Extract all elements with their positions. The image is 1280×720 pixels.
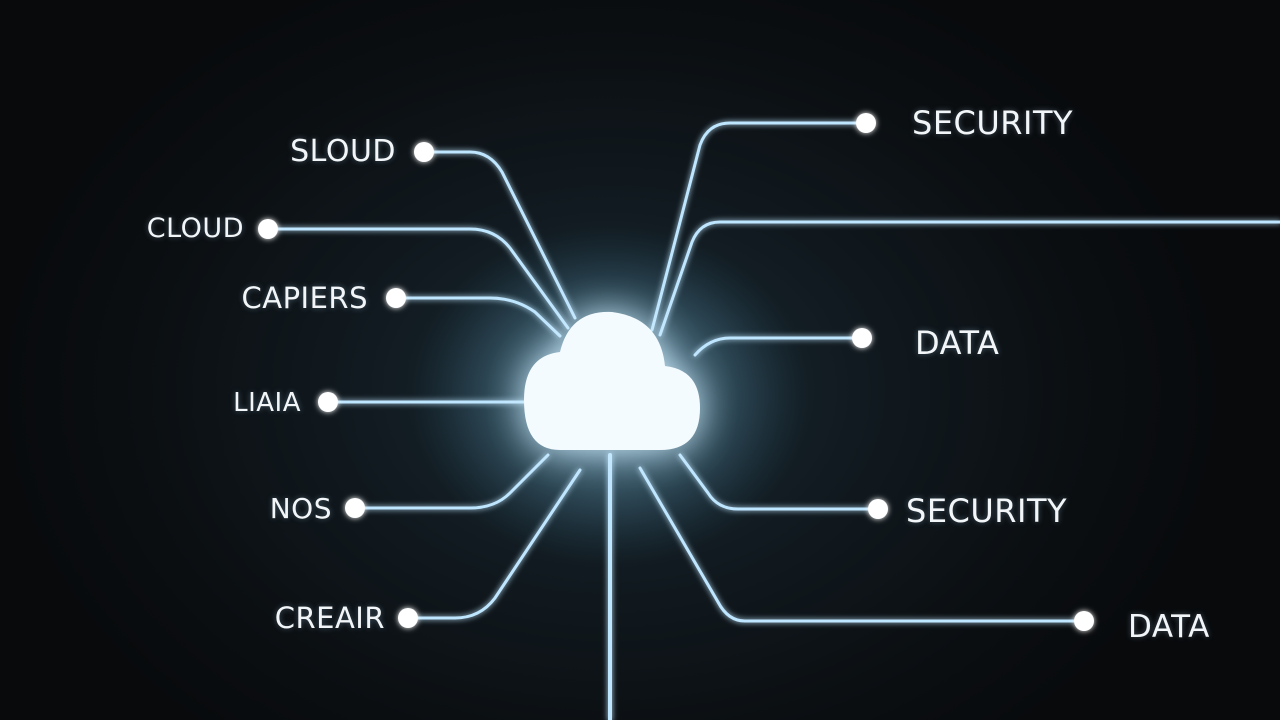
connector-left-2 <box>266 227 570 330</box>
connector-right-2 <box>658 220 1280 337</box>
node-dots <box>258 113 1094 631</box>
node-label-left-6: CREAIR <box>274 601 385 635</box>
connector-left-5 <box>353 453 550 510</box>
node-label-left-5: NOS <box>269 492 332 525</box>
node-dot-left-2 <box>258 219 278 239</box>
connector-left-3 <box>394 296 562 338</box>
node-label-right-4: DATA <box>1128 609 1210 645</box>
node-label-right-3: SECURITY <box>906 492 1068 530</box>
node-dot-left-4 <box>318 392 338 412</box>
node-dot-left-5 <box>345 498 365 518</box>
connector-right-4 <box>678 453 880 511</box>
connector-right-3 <box>693 336 864 357</box>
node-label-left-2: CLOUD <box>146 213 244 244</box>
node-dot-right-4 <box>1074 611 1094 631</box>
node-label-left-4: LIAIA <box>233 388 301 418</box>
node-dot-left-6 <box>398 608 418 628</box>
node-label-left-3: CAPIERS <box>241 281 368 315</box>
node-dot-right-1 <box>856 113 876 133</box>
connector-left-6 <box>406 468 582 620</box>
connector-right-5 <box>638 466 1086 623</box>
node-label-right-2: DATA <box>915 324 1000 362</box>
connector-lines <box>266 121 1280 720</box>
node-dot-right-3 <box>868 499 888 519</box>
cloud-icon <box>524 311 700 450</box>
connector-right-1 <box>650 121 868 332</box>
node-dot-left-3 <box>386 288 406 308</box>
node-dot-left-1 <box>414 142 434 162</box>
connector-left-1 <box>422 150 577 320</box>
node-dot-right-2 <box>852 328 872 348</box>
node-label-right-1: SECURITY <box>912 104 1074 142</box>
node-label-left-1: SLOUD <box>290 134 396 169</box>
